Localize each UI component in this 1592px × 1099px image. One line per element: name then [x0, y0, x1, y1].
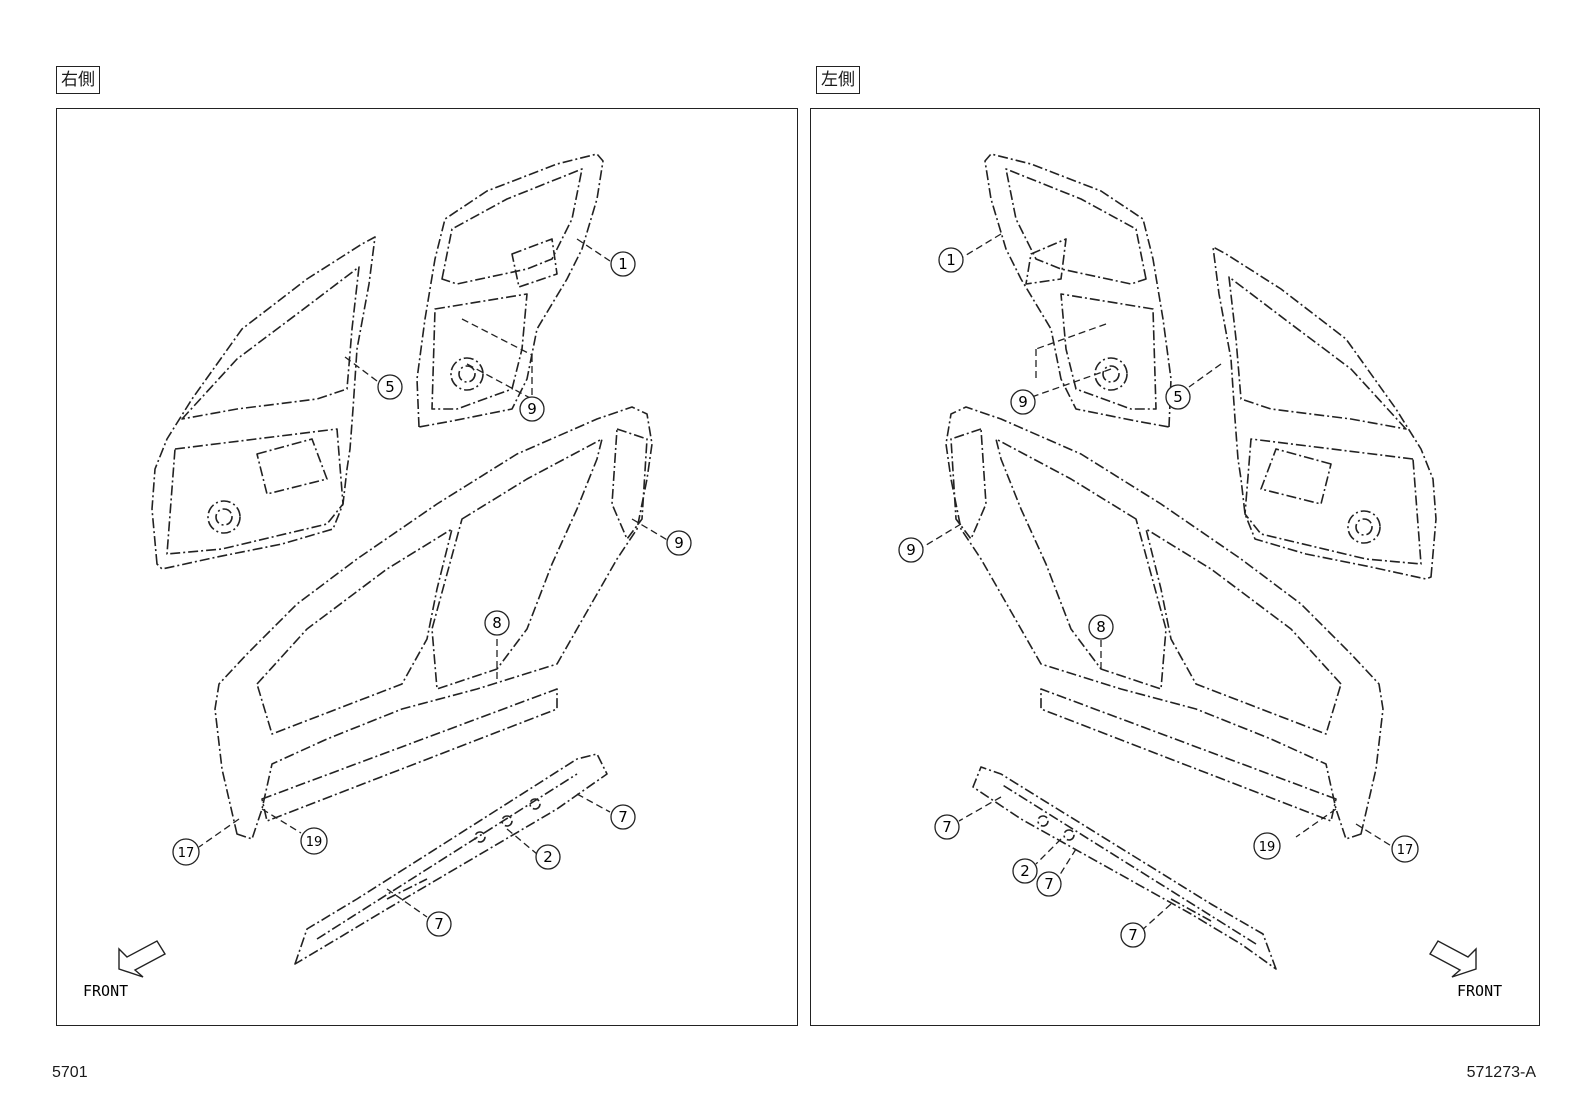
- callout-8: 8: [484, 610, 510, 636]
- left-leader-lines: [922, 233, 1394, 932]
- svg-text:1: 1: [618, 255, 628, 273]
- callout-17: 17: [1391, 835, 1419, 863]
- body-side-outer-drawing: [945, 406, 1384, 840]
- callout-9-body: 9: [666, 530, 692, 556]
- left-side-label: 左側: [816, 66, 860, 94]
- svg-text:5: 5: [1173, 388, 1183, 406]
- callout-19: 19: [1253, 832, 1281, 860]
- callout-7-lower: 7: [426, 911, 452, 937]
- callout-8: 8: [1088, 614, 1114, 640]
- svg-text:2: 2: [1020, 862, 1030, 880]
- rear-door-drawing: [984, 153, 1172, 428]
- figure-code: 571273-A: [1466, 1064, 1536, 1081]
- rear-door-drawing: [416, 153, 604, 428]
- rocker-panel-drawing: [972, 766, 1277, 970]
- callout-19: 19: [300, 827, 328, 855]
- callout-2: 2: [1012, 858, 1038, 884]
- svg-text:9: 9: [906, 541, 916, 559]
- callout-9-door: 9: [519, 396, 545, 422]
- svg-text:1: 1: [946, 251, 956, 269]
- callout-5: 5: [377, 374, 403, 400]
- front-label: FRONT: [1457, 982, 1502, 1000]
- svg-text:9: 9: [674, 534, 684, 552]
- svg-text:7: 7: [618, 808, 628, 826]
- svg-text:17: 17: [1397, 843, 1414, 858]
- svg-text:8: 8: [492, 614, 502, 632]
- svg-text:19: 19: [306, 835, 323, 850]
- left-side-panel: 1 9 5 9 8 7 2: [810, 108, 1540, 1026]
- callout-1: 1: [610, 251, 636, 277]
- right-side-label: 右側: [56, 66, 100, 94]
- rocker-panel-drawing: [294, 753, 608, 965]
- callout-2: 2: [535, 844, 561, 870]
- svg-text:7: 7: [434, 915, 444, 933]
- svg-text:7: 7: [1128, 926, 1138, 944]
- svg-text:8: 8: [1096, 618, 1106, 636]
- svg-text:7: 7: [942, 818, 952, 836]
- callout-1: 1: [938, 247, 964, 273]
- svg-text:2: 2: [543, 848, 553, 866]
- body-side-outer-drawing: [214, 406, 653, 840]
- right-side-panel: 1 5 9 9 8 7 2: [56, 108, 798, 1026]
- callout-7-upper: 7: [610, 804, 636, 830]
- front-door-drawing: [1212, 246, 1437, 580]
- callout-7-middle: 7: [1036, 871, 1062, 897]
- svg-text:7: 7: [1044, 875, 1054, 893]
- front-door-drawing: [151, 236, 376, 570]
- svg-text:17: 17: [178, 846, 195, 861]
- callout-9-door: 9: [1010, 389, 1036, 415]
- callout-9-body: 9: [898, 537, 924, 563]
- left-side-diagram: 1 9 5 9 8 7 2: [898, 153, 1502, 1000]
- svg-text:9: 9: [1018, 393, 1028, 411]
- svg-text:5: 5: [385, 378, 395, 396]
- front-arrow-icon: [118, 940, 166, 978]
- svg-text:9: 9: [527, 400, 537, 418]
- callout-7-lower: 7: [1120, 922, 1146, 948]
- page-code: 5701: [52, 1064, 88, 1081]
- right-leader-lines: [198, 238, 670, 918]
- callout-17: 17: [172, 838, 200, 866]
- right-side-diagram: 1 5 9 9 8 7 2: [83, 153, 692, 1000]
- front-label: FRONT: [83, 982, 128, 1000]
- callout-7-upper: 7: [934, 814, 960, 840]
- callout-5: 5: [1165, 384, 1191, 410]
- svg-text:19: 19: [1259, 840, 1276, 855]
- front-arrow-icon: [1429, 940, 1477, 978]
